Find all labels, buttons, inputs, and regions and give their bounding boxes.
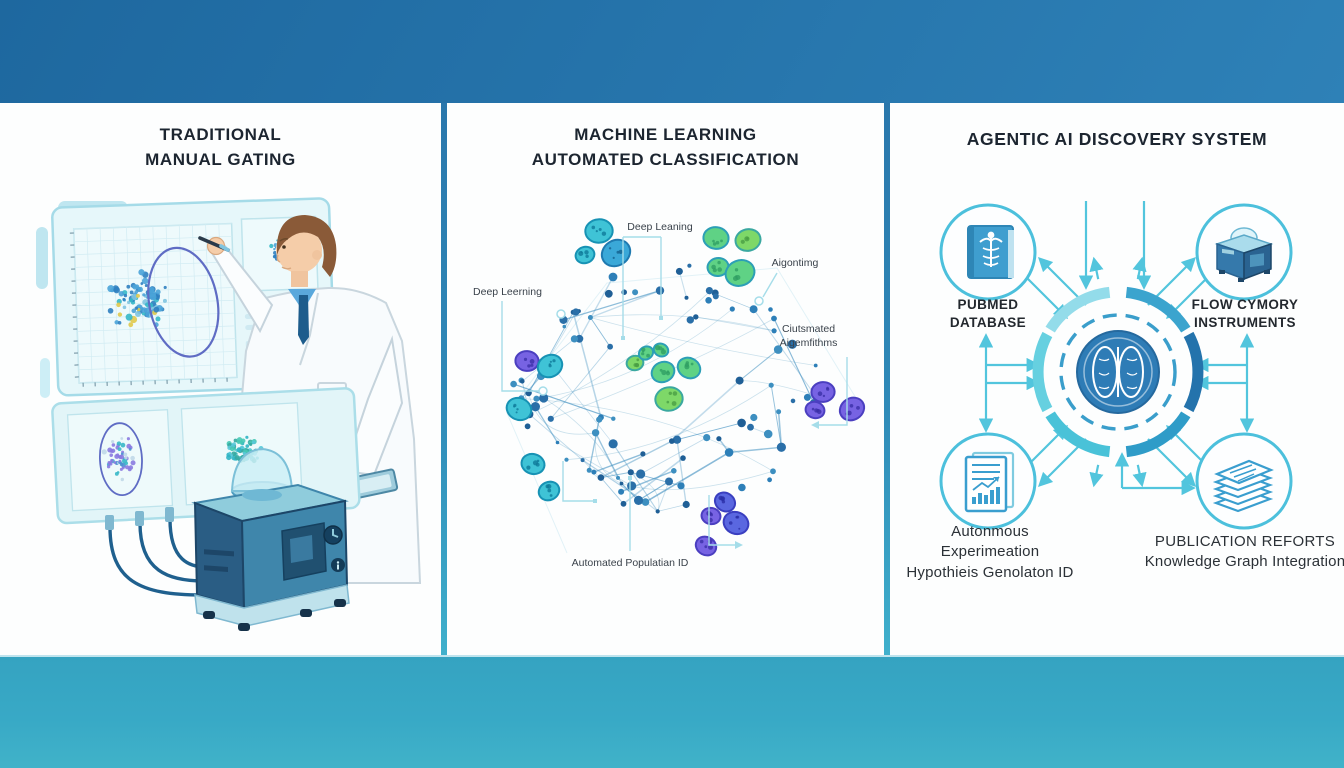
machine-base [194,584,350,627]
panel2-title: MACHINE LEARNING AUTOMATED CLASSIFICATIO… [447,123,884,172]
panel1-title-line1: TRADITIONAL [159,125,282,144]
cell-blobs [505,218,866,557]
nose-mouth [276,254,292,270]
node-flow-cytometry [1195,203,1293,301]
callout-lines [501,236,848,551]
cytometer-icon [1214,227,1274,282]
label-clustered-algorithms: Ciutsmated Aigemfithms [779,323,838,349]
node-pubmed [939,203,1037,301]
central-ai-hub [1032,286,1204,458]
hub-dashed-ring [1059,313,1177,431]
paper-stack-icon [1212,459,1274,513]
window-inner [290,535,313,563]
flow-cytometer-machine [191,447,350,631]
node-autonomous [939,432,1037,530]
dial-needle [332,529,339,538]
panel2-title-line2: AUTOMATED CLASSIFICATION [531,149,800,169]
network-nodes [510,263,819,514]
network-edges [513,271,816,512]
label-automated-population-id: Automated Populatian ID [571,557,689,569]
agentic-hub-diagram [939,201,1293,530]
node-publication [1195,432,1293,530]
panel-traditional: TRADITIONAL MANUAL GATING [0,103,441,655]
label-algorithms: Aigontimg [771,257,819,269]
panel-machine-learning: MACHINE LEARNING AUTOMATED CLASSIFICATIO… [447,103,884,655]
manual-gating-illustration [36,197,422,631]
manual-gate-ellipse [147,246,220,358]
brow [279,238,289,242]
top-banner [0,0,1344,103]
flow-cytometry-label: FLOW CYMORY INSTRUMENTS [1191,297,1299,331]
medical-book-icon [967,225,1014,279]
label-deep-learning-top: Deep Leaning [627,221,693,233]
neck [291,271,308,287]
pen-cap [219,244,230,252]
eye [282,245,286,249]
panel1-title: TRADITIONAL MANUAL GATING [0,123,441,172]
hub-outer-ring [1032,286,1204,458]
side-capsule-2 [40,358,50,398]
panel-divider-1 [441,103,447,655]
pubmed-label: PUBMED DATABASE [949,297,1027,331]
panel-agentic-ai: AGENTIC AI DISCOVERY SYSTEM [890,103,1344,655]
side-capsule [36,227,48,289]
caduceus-glyph [979,231,1003,267]
gate-ellipse-small [98,422,143,497]
callout-markers [538,296,819,549]
machine-front [193,501,246,610]
tie [298,295,309,345]
publication-label: PUBLICATION REFORTS Knowledge Graph Inte… [1144,533,1344,571]
ear [312,250,322,260]
plot-ticks [69,232,228,387]
plot-a-dots [101,437,136,482]
machine-feet [203,599,346,631]
panel1-title-line2: MANUAL GATING [145,149,296,169]
autonomous-label: Autonmous Experimeation Hypothieis Genol… [906,523,1074,581]
ml-network-illustration [501,218,866,557]
scatter-dots [107,269,167,328]
brain-icon [1092,346,1144,398]
report-chart-icon [964,451,1015,513]
label-deep-learning-left: Deep Leerning [473,286,542,298]
vent-2 [204,565,228,572]
vent-1 [204,549,234,557]
bottom-banner [0,655,1344,768]
panel3-title: AGENTIC AI DISCOVERY SYSTEM [966,129,1268,149]
panel-divider-2 [884,103,890,655]
dome-socket [242,489,282,501]
panel2-title-line1: MACHINE LEARNING [574,125,757,144]
hair [277,215,337,277]
sample-dome [230,447,294,492]
